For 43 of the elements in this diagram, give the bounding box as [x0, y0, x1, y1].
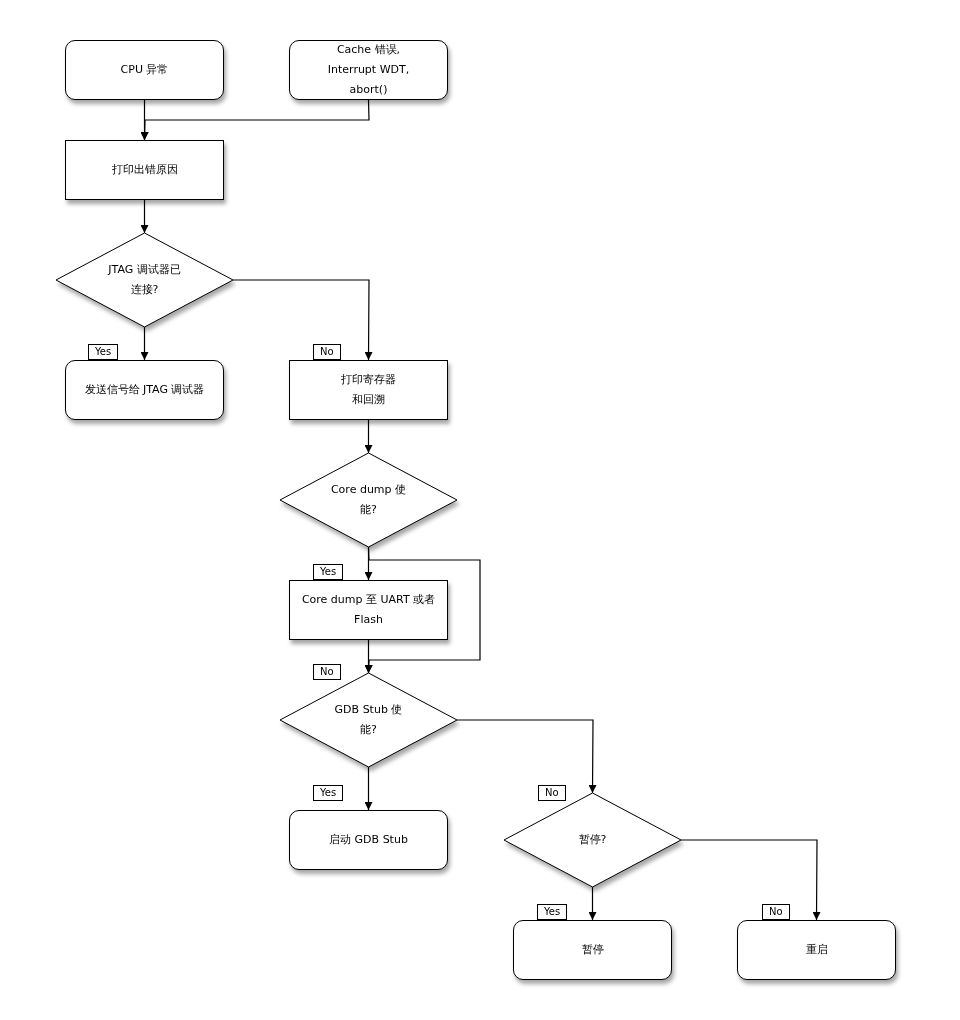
edge-label: Yes	[313, 785, 344, 801]
arrow	[456, 719, 597, 794]
terminal-box	[737, 920, 896, 980]
arrow	[364, 419, 373, 454]
node-label: CPU 异常	[120, 62, 169, 78]
arrow	[232, 279, 373, 361]
arrow	[680, 839, 821, 921]
edge-label: Yes	[313, 564, 344, 580]
node-label: 打印出错原因	[111, 162, 178, 178]
node-label: 暂停	[581, 942, 604, 958]
arrow	[140, 199, 149, 234]
arrow	[364, 639, 373, 674]
arrow	[588, 886, 597, 921]
terminal-box	[513, 920, 672, 980]
decision-diamond	[280, 673, 457, 767]
node-label: 重启	[805, 942, 828, 958]
node-label: Core dump 使能?	[329, 482, 408, 518]
process-box	[289, 580, 448, 640]
terminal-box	[65, 360, 224, 420]
decision-diamond	[56, 233, 233, 327]
node-label: JTAG 调试器已连接?	[107, 262, 182, 298]
node-label: 暂停?	[578, 832, 607, 848]
process-box	[65, 140, 224, 200]
node-label: Cache 错误, Interrupt WDT, abort()	[326, 42, 411, 98]
edge-label: No	[313, 344, 341, 360]
node-label: 启动 GDB Stub	[329, 832, 408, 848]
decision-diamond	[280, 453, 457, 547]
arrow	[140, 99, 370, 141]
edge-label: No	[762, 904, 790, 920]
edge-label: No	[313, 664, 341, 680]
edge-label: Yes	[537, 904, 568, 920]
terminal-box	[289, 810, 448, 870]
terminal-box	[289, 40, 448, 100]
edge-label: No	[538, 785, 566, 801]
arrow	[140, 326, 149, 361]
node-label: Core dump 至 UART 或者 Flash	[300, 592, 437, 628]
arrow	[364, 766, 373, 811]
node-label: GDB Stub 使能?	[333, 702, 404, 738]
terminal-box	[65, 40, 224, 100]
edge-label: Yes	[88, 344, 119, 360]
process-box	[289, 360, 448, 420]
node-label: 发送信号给 JTAG 调试器	[84, 382, 205, 398]
node-label: 打印寄存器和回溯	[340, 372, 397, 408]
